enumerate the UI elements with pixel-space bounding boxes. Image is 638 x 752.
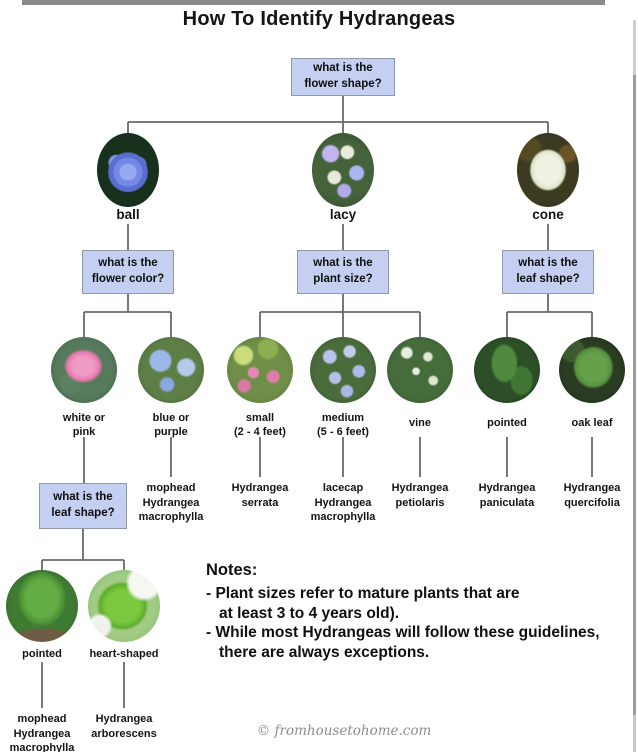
option-label-pointed-2: pointed xyxy=(22,648,62,660)
vine-plant-photo xyxy=(387,337,453,403)
option-label-oak-leaf: oak leaf xyxy=(571,417,613,429)
question-flower-color: what is the flower color? xyxy=(82,250,174,294)
question-flower-shape: what is the flower shape? xyxy=(291,58,395,96)
option-label-small: small (2 - 4 feet) xyxy=(234,412,286,439)
page-title: How To Identify Hydrangeas xyxy=(182,8,456,30)
right-edge-bar-top xyxy=(633,20,636,75)
blue-purple-flower-photo xyxy=(138,337,204,403)
notes-line: there are always exceptions. xyxy=(219,643,430,661)
result-label-petiolaris: Hydrangea petiolaris xyxy=(391,482,449,509)
right-edge-bar-middle xyxy=(633,75,636,715)
option-label-blue-purple: blue or purple xyxy=(152,412,190,439)
notes-block: Notes: - Plant sizes refer to mature pla… xyxy=(206,561,630,662)
question-leaf-shape-cone: what is the leaf shape? xyxy=(502,250,594,294)
right-edge-bar-bottom xyxy=(633,715,636,752)
option-label-vine: vine xyxy=(408,417,431,429)
option-label-lacy: lacy xyxy=(329,207,357,222)
option-label-ball: ball xyxy=(116,207,140,222)
pointed-leaf-photo-2 xyxy=(6,570,78,642)
small-plant-photo xyxy=(227,337,293,403)
cone-flower-photo xyxy=(517,133,579,207)
result-label-paniculata: Hydrangea paniculata xyxy=(478,482,536,509)
heart-shaped-leaf-photo xyxy=(88,570,160,642)
question-plant-size: what is the plant size? xyxy=(297,250,389,294)
option-label-white-pink: white or pink xyxy=(62,412,106,439)
medium-plant-photo xyxy=(310,337,376,403)
notes-heading: Notes: xyxy=(206,561,258,579)
white-pink-flower-photo xyxy=(51,337,117,403)
notes-line: - Plant sizes refer to mature plants tha… xyxy=(206,585,520,602)
ball-flower-photo xyxy=(97,133,159,207)
option-label-cone: cone xyxy=(532,207,564,222)
option-label-medium: medium (5 - 6 feet) xyxy=(317,412,369,439)
lacy-flower-photo xyxy=(312,133,374,207)
pointed-leaf-photo xyxy=(474,337,540,403)
notes-line: at least 3 to 4 years old). xyxy=(219,604,400,622)
top-edge-bar xyxy=(22,0,605,5)
result-label-quercifolia: Hydrangea quercifolia xyxy=(563,482,621,509)
result-label-mophead-macrophylla: mophead Hydrangea macrophylla xyxy=(138,482,204,523)
option-label-heart-shaped: heart-shaped xyxy=(89,648,159,660)
result-label-arborescens: Hydrangea arborescens xyxy=(91,713,157,740)
result-label-serrata: Hydrangea serrata xyxy=(231,482,289,509)
result-label-lacecap-macrophylla: lacecap Hydrangea macrophylla xyxy=(310,482,376,523)
oak-leaf-photo xyxy=(559,337,625,403)
notes-line: - While most Hydrangeas will follow thes… xyxy=(206,624,600,641)
result-label-mophead-macrophylla-2: mophead Hydrangea macrophylla xyxy=(9,713,75,752)
question-leaf-shape-pink: what is the leaf shape? xyxy=(39,483,127,529)
watermark: © fromhousetohome.com xyxy=(256,723,432,739)
option-label-pointed: pointed xyxy=(487,417,527,429)
